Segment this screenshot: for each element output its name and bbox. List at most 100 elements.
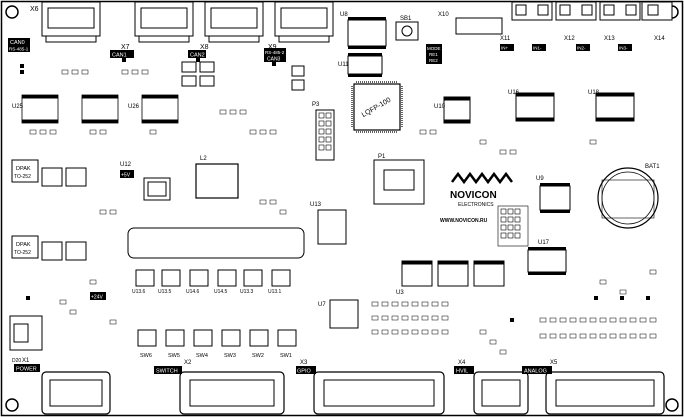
switch-row <box>137 329 297 347</box>
re2-label: RE2 <box>429 58 438 63</box>
switch-label: SW4 <box>196 353 208 359</box>
connector-label: X7 <box>121 44 130 51</box>
in2-label: IN2- <box>577 46 586 51</box>
terminal-block-row <box>511 1 673 21</box>
connector-label: X8 <box>200 44 209 51</box>
ic-u7: U7 <box>318 299 359 329</box>
bus-labels: CAN0 RS-485-1 CAN1 CAN2 RS-485-2 CAN3 <box>8 38 286 63</box>
x4-id: X4 <box>458 360 466 366</box>
ic-label: U9 <box>536 176 544 182</box>
switch-label: SW6 <box>140 353 152 359</box>
v24-label: +24V <box>91 295 103 301</box>
ic-u9: U9 <box>536 176 571 213</box>
mode-label: MODE <box>427 46 441 51</box>
regulator-u12: U12 <box>120 162 171 201</box>
dpak1-label: DPAK <box>16 166 31 172</box>
large-cap <box>127 227 305 259</box>
can3-label: CAN3 <box>267 57 281 63</box>
re1-label: RE1 <box>429 52 438 57</box>
u7-label: U7 <box>318 302 326 308</box>
battery-holder-bat1: BAT1 <box>597 164 660 229</box>
logo-name: NOVICON <box>450 190 497 201</box>
mode-labels: MODE RE1 RE2 <box>426 44 442 64</box>
ic-label-u25: U25 <box>12 104 24 110</box>
ic-u11: U11 <box>338 53 383 77</box>
x13-label: X13 <box>604 36 615 42</box>
isolation-transformers <box>181 61 305 91</box>
in-labels: IN+ IN1- IN2- IN3- X11 X12 X13 X14 <box>500 36 665 51</box>
bottom-connector-x2: X2 SWITCH <box>154 360 285 415</box>
x2-id: X2 <box>184 360 192 366</box>
inductor-group-left <box>41 167 87 261</box>
header-j-right <box>497 205 529 247</box>
x14-label: X14 <box>654 36 665 42</box>
header-p3: P3 <box>312 102 335 161</box>
ic-label: U17 <box>538 240 550 246</box>
bat1-label: BAT1 <box>645 164 660 170</box>
l2-label: L2 <box>200 156 207 162</box>
inductor-l2: L2 <box>195 156 239 199</box>
connector-label: X6 <box>30 6 39 13</box>
analog-label: ANALOG <box>524 369 547 375</box>
top-connector-x8: X8 <box>200 1 264 51</box>
ic-u17: U17 <box>527 240 567 275</box>
ic-label-u16: U16 <box>508 90 520 96</box>
dpak-regulator-2: DPAK TO-252 <box>11 235 39 259</box>
switch-label: SW3 <box>224 353 236 359</box>
mounting-hole <box>5 5 19 19</box>
relay-label: U14.5 <box>214 289 228 295</box>
x12-label: X12 <box>564 36 575 42</box>
u13-label: U13 <box>310 202 322 208</box>
bottom-connector-x4: X4 HVIL <box>454 360 529 415</box>
right-ic-group <box>443 92 635 124</box>
ic-u13: U13 <box>310 202 347 245</box>
x11-label: X11 <box>500 36 511 42</box>
mounting-hole <box>665 398 679 412</box>
p1-label: P1 <box>378 154 386 160</box>
ic-label-u10: U10 <box>434 104 446 110</box>
relay-label: U13.6 <box>132 289 146 295</box>
can0-label: CAN0 <box>10 40 25 46</box>
bottom-connector-x5: X5 ANALOG <box>522 360 665 415</box>
switch-conn-label: SWITCH <box>156 369 178 375</box>
x1-id: X1 <box>22 358 30 364</box>
rs485-1-label: RS-485-1 <box>9 47 29 52</box>
gpio-label: GPIO <box>297 369 311 375</box>
relay-label: U13.5 <box>158 289 172 295</box>
in3-label: IN3- <box>619 46 628 51</box>
x10-label: X10 <box>438 12 449 18</box>
v5-label: +5V <box>121 173 131 179</box>
p3-label: P3 <box>312 102 320 108</box>
relay-label: U14.6 <box>186 289 200 295</box>
dpak2-sub: TO-252 <box>14 250 31 256</box>
x10-connector: X10 <box>438 12 503 35</box>
switch-labels: SW6 SW5 SW4 SW3 SW2 SW1 <box>140 353 292 359</box>
sd-socket-p1: P1 <box>373 154 425 205</box>
bottom-connector-x1: X1 POWER <box>14 358 111 415</box>
connector-label: X9 <box>268 44 277 51</box>
d20-label: D20 <box>12 358 21 364</box>
ic-label: U8 <box>340 12 348 18</box>
logo-sub: ELECTRONICS <box>458 202 494 208</box>
dpak1-sub: TO-252 <box>14 174 31 180</box>
transceiver-ic-row <box>21 94 179 124</box>
ic-label-u26: U26 <box>128 104 140 110</box>
smd-components <box>29 69 657 355</box>
u12-label: U12 <box>120 162 132 168</box>
in-plus-label: IN+ <box>501 46 509 51</box>
ic-label-u3: U3 <box>396 290 404 296</box>
mcu-lqfp100: LQFP-100 <box>351 81 403 133</box>
input-ic-row <box>401 260 505 287</box>
in1-label: IN1- <box>533 46 542 51</box>
x5-id: X5 <box>550 360 558 366</box>
power-label: POWER <box>16 367 37 373</box>
can1-label: CAN1 <box>112 53 127 59</box>
relay-row <box>135 269 291 287</box>
relay-label: U13.3 <box>240 289 254 295</box>
relay-labels: U13.6 U13.5 U14.6 U14.5 U13.3 U13.1 <box>132 289 282 295</box>
switch-label: SW5 <box>168 353 180 359</box>
pushbutton-sb1: SB1 <box>395 16 419 41</box>
ic-label: U11 <box>338 62 349 68</box>
relay-label: U13.1 <box>268 289 282 295</box>
